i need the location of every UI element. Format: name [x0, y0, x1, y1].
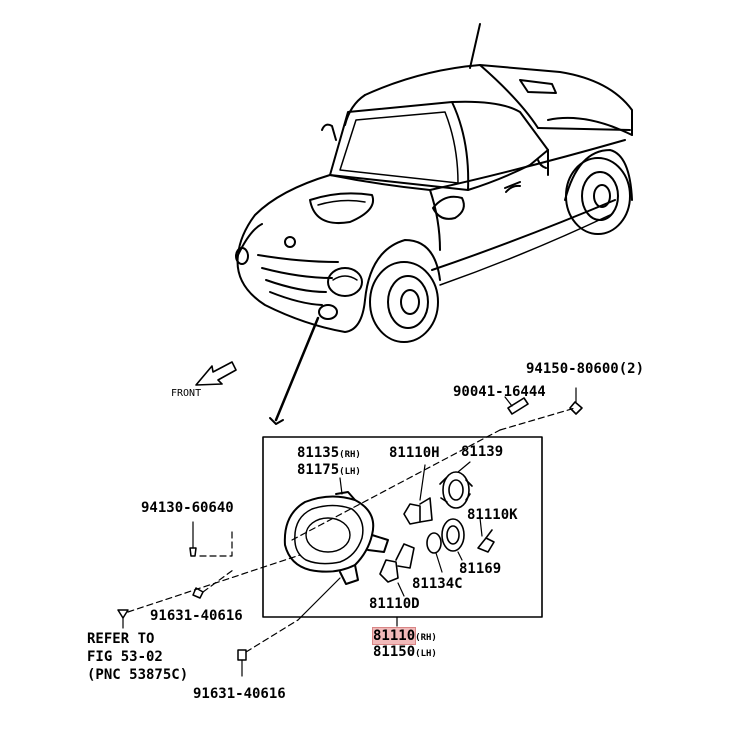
parts-group-frame: [262, 436, 543, 618]
callout-81110[interactable]: 81110(RH): [371, 627, 437, 645]
refer-to-line2[interactable]: FIG 53-02: [87, 649, 163, 665]
bulb-81110d: [379, 543, 415, 583]
callout-91631-40616-lower[interactable]: 91631-40616: [193, 686, 286, 702]
callout-81169[interactable]: 81169: [459, 561, 502, 577]
callout-81110k[interactable]: 81110K: [467, 507, 518, 523]
highlighted-part-number[interactable]: 81110: [371, 627, 417, 645]
bulb-81110h: [403, 497, 433, 525]
screw-81110k: [477, 529, 495, 553]
car-illustration: [235, 23, 633, 343]
clip-90041: [504, 396, 529, 415]
fog-lamp-housing: [283, 491, 389, 585]
callout-94150-80600[interactable]: 94150-80600(2): [526, 361, 645, 377]
callout-90041-16444[interactable]: 90041-16444: [453, 384, 546, 400]
callout-81139[interactable]: 81139: [461, 444, 504, 460]
bolt-91631-upper: [192, 587, 204, 599]
refer-to-line1: REFER TO: [87, 631, 155, 647]
refer-to-line3: (PNC 53875C): [87, 667, 189, 683]
front-arrow-icon: [195, 361, 237, 386]
callout-81134c[interactable]: 81134C: [412, 576, 463, 592]
pointer-arrow: [274, 316, 320, 422]
callout-81150[interactable]: 81150(LH): [373, 644, 437, 660]
callout-81175[interactable]: 81175(LH): [297, 462, 361, 478]
callout-91631-40616-upper[interactable]: 91631-40616: [150, 608, 243, 624]
callout-94130-60640[interactable]: 94130-60640: [141, 500, 234, 516]
clip-refer: [117, 609, 129, 629]
socket-81169: [441, 518, 465, 552]
front-label: FRONT: [171, 388, 202, 399]
bolt-94150: [569, 387, 583, 415]
callout-81135[interactable]: 81135(RH): [297, 445, 361, 461]
bolt-91631-lower: [237, 649, 247, 677]
callout-81110h[interactable]: 81110H: [389, 445, 440, 461]
gasket-81134c: [426, 532, 442, 554]
socket-81139: [439, 471, 473, 509]
callout-81110d[interactable]: 81110D: [369, 596, 420, 612]
screw-94130: [189, 521, 197, 557]
